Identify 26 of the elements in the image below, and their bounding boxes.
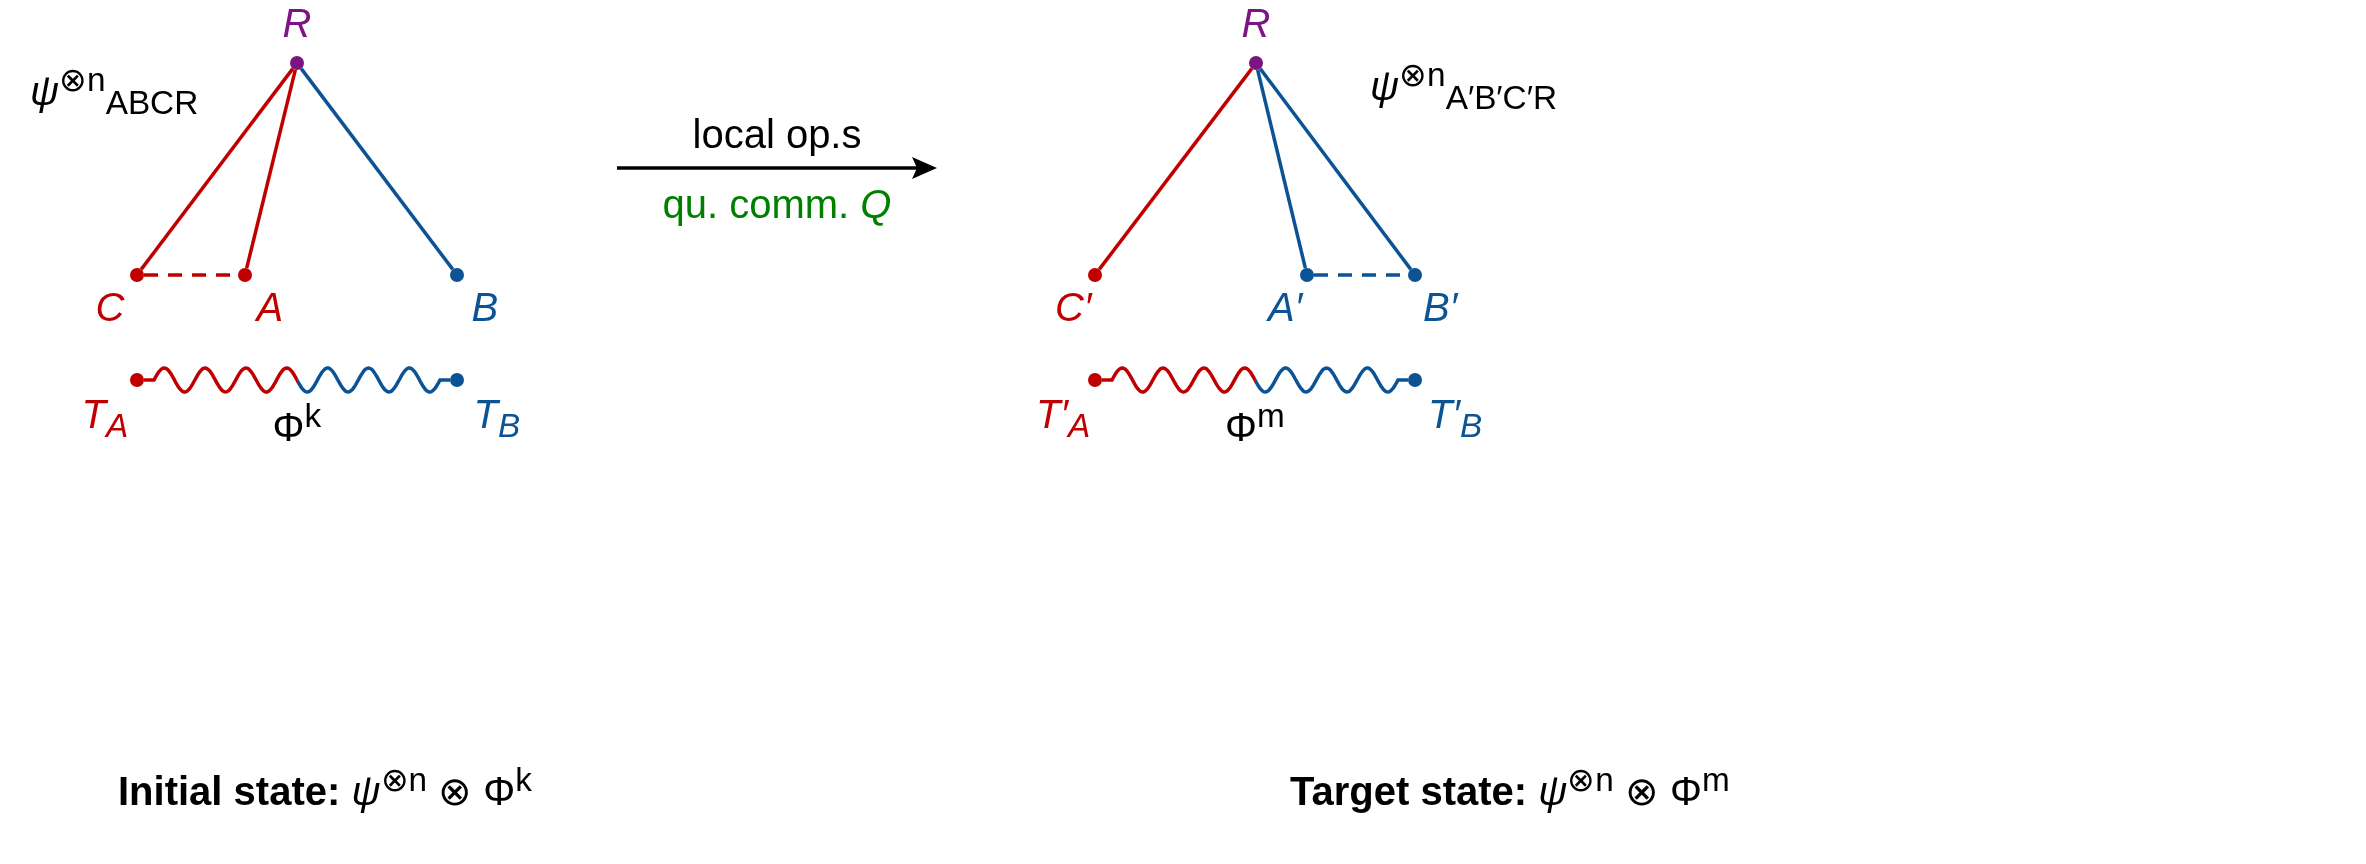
arrow-label: local op.s (692, 111, 862, 158)
edge-label: Φ$^{k}$ (272, 396, 322, 452)
connector-line (1258, 67, 1413, 271)
connector-line (139, 67, 295, 271)
point-label: B (471, 285, 499, 329)
wavy-link (1102, 366, 1408, 394)
caption-text: Target state: ψ$^{⊗n}$ ⊗ Φ$^{m}$ (1290, 760, 1730, 816)
point-label: B′ (1423, 285, 1458, 329)
point-label: T$_{A}$ (81, 391, 129, 445)
connector-line (299, 67, 455, 271)
point-label: T′$_{B}$ (1428, 391, 1483, 445)
point-label: T′$_{A}$ (1036, 391, 1091, 445)
caption-text: Initial state: ψ$^{⊗n}$ ⊗ Φ$^{k}$ (118, 760, 532, 816)
connector-line (244, 69, 298, 269)
point-label: A (256, 285, 284, 329)
point-label: R (1241, 1, 1271, 45)
point-label: A′ (1268, 285, 1303, 329)
wavy-link (144, 366, 450, 394)
connector-line (1255, 69, 1308, 269)
edge-label: Φ$^{m}$ (1225, 396, 1285, 452)
point-label: R (282, 1, 312, 45)
connector-line (1097, 67, 1254, 271)
point-label: C′ (1055, 285, 1092, 329)
point-label: C (95, 285, 125, 329)
point-label: T$_{B}$ (473, 391, 521, 445)
arrow-label: qu. comm. Q (662, 181, 892, 228)
